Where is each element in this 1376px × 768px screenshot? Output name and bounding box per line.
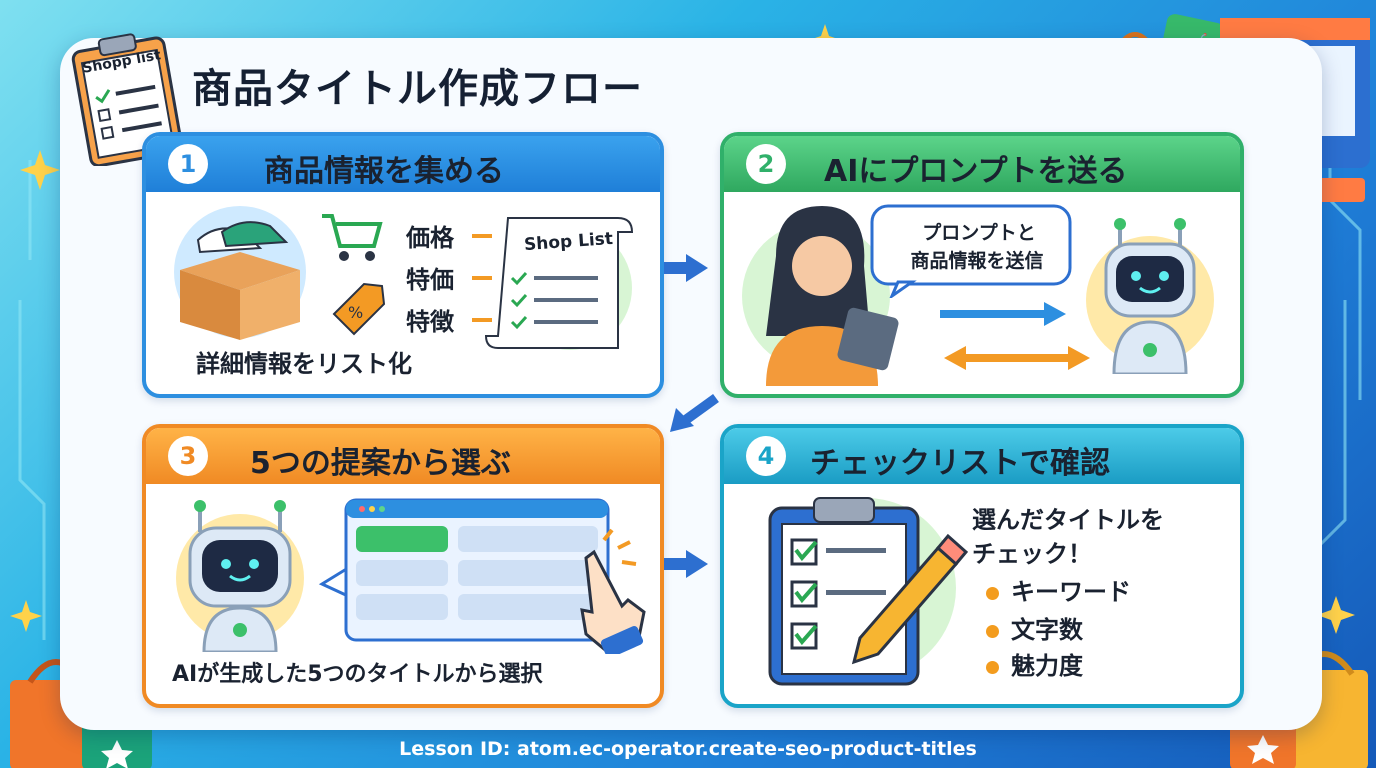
label-connectors [472, 234, 492, 322]
step-4-heading: チェックリストで確認 [810, 446, 1110, 481]
step-4-number: 4 [746, 436, 786, 476]
step-3-number: 3 [168, 436, 208, 476]
prompt-speech-bubble [870, 204, 1072, 298]
bullet-icon [986, 624, 999, 638]
step-2-number: 2 [746, 144, 786, 184]
cart-and-tag-icon: % [322, 214, 386, 336]
robot-icon [1086, 218, 1214, 374]
step-4-header: 4 チェックリストで確認 [724, 428, 1240, 484]
robot-icon-step3 [176, 500, 304, 652]
step-4-intro-line-1: 選んだタイトルを [972, 506, 1164, 534]
bullet-icon [986, 586, 999, 600]
speech-line-1: プロンプトと [922, 222, 1036, 244]
pointing-hand-icon [580, 528, 646, 654]
step-1-header: 1 商品情報を集める [146, 136, 660, 192]
speech-line-2: 商品情報を送信 [910, 250, 1044, 272]
step-3-heading: 5つの提案から選ぶ [250, 446, 511, 481]
lesson-id: Lesson ID: atom.ec-operator.create-seo-p… [399, 738, 977, 760]
step-2-header: 2 AIにプロンプトを送る [724, 136, 1240, 192]
bullet-icon [986, 660, 999, 674]
step-3-header: 3 5つの提案から選ぶ [146, 428, 660, 484]
checklist-clipboard-icon [768, 497, 969, 686]
page-title: 商品タイトル作成フロー [192, 66, 643, 112]
step-4-card: 4 チェックリストで確認 [720, 424, 1244, 708]
person-with-tablet [742, 206, 899, 386]
check-item-appeal: 魅力度 [986, 646, 1083, 681]
check-item-char-count: 文字数 [986, 610, 1083, 645]
shop-list-document [484, 217, 634, 350]
check-item-label: 文字数 [1011, 616, 1083, 644]
shoe-box-icon [174, 206, 306, 340]
step-2-heading: AIにプロンプトを送る [824, 154, 1128, 189]
step-1-heading: 商品情報を集める [264, 154, 504, 189]
step-1-caption: 詳細情報をリスト化 [196, 350, 412, 378]
step-1-number: 1 [168, 144, 208, 184]
step-3-caption: AIが生成した5つのタイトルから選択 [172, 662, 543, 687]
check-item-keyword: キーワード [986, 572, 1131, 607]
exchange-arrows-icon [940, 302, 1090, 370]
check-item-label: キーワード [1011, 578, 1131, 606]
svg-text:%: % [348, 303, 363, 322]
title-options-window [318, 498, 610, 642]
label-price: 価格 [406, 224, 454, 252]
label-special-price: 特価 [406, 266, 454, 294]
label-features: 特徴 [406, 308, 454, 336]
check-item-label: 魅力度 [1011, 652, 1083, 680]
step-4-intro-line-2: チェック！ [972, 540, 1092, 568]
